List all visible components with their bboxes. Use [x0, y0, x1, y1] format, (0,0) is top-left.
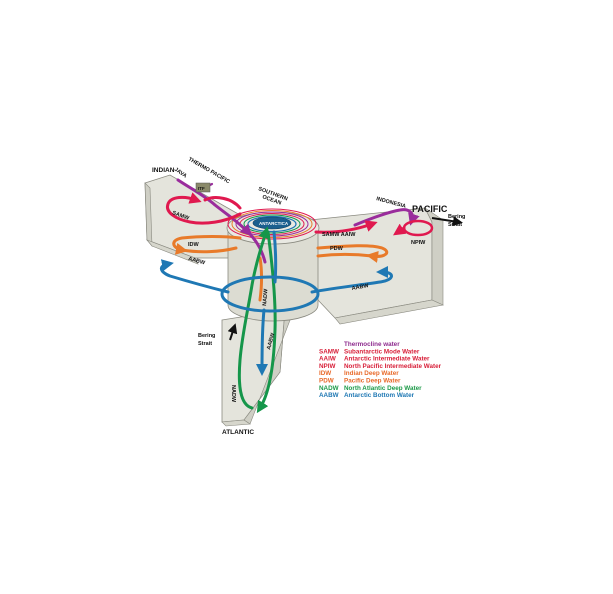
- indian-label: INDIAN: [152, 167, 175, 174]
- bering-pacific-label-2: Strait: [448, 222, 462, 228]
- bering-atlantic-arrow: [227, 323, 238, 341]
- legend-abbr: PDW: [319, 378, 334, 385]
- legend-abbr: AAIW: [319, 356, 336, 363]
- legend-abbr: SAMW: [319, 348, 339, 355]
- bering-pacific-label-1: Bering: [448, 214, 465, 220]
- npiw-pacific-label: NPIW: [411, 240, 426, 246]
- pacific-basin-block: [309, 207, 444, 325]
- legend-abbr: NPIW: [319, 363, 335, 370]
- pacific-label: PACIFIC: [412, 204, 448, 214]
- bering-atlantic-label-2: Strait: [198, 341, 212, 347]
- legend-name: Indian Deep Water: [344, 370, 399, 377]
- samw-aaiw-pacific-label: SAMW AAIW: [322, 232, 356, 238]
- antarctica-label: ANTARCTICA: [259, 221, 289, 226]
- bering-atlantic-label-1: Bering: [198, 333, 215, 339]
- legend-row: IDW Indian Deep Water: [319, 370, 399, 377]
- itf-box: [195, 182, 211, 193]
- indonesia-label: INDONESIA: [375, 196, 406, 210]
- nadw-pathway: [237, 226, 277, 414]
- nadw-south-label: NADW: [262, 288, 270, 306]
- aabw-indian-label: AABW: [187, 256, 206, 266]
- legend-name: Antarctic Bottom Water: [344, 392, 415, 399]
- legend-name: North Atlantic Deep Water: [344, 385, 422, 392]
- itf-label: ITF: [198, 186, 205, 191]
- atlantic-label: ATLANTIC: [222, 429, 254, 436]
- legend-row: NPIW North Pacific Intermediate Water: [319, 363, 442, 370]
- legend-name: Antarctic Intermediate Water: [344, 356, 430, 363]
- legend-name: Pacific Deep Water: [344, 378, 401, 385]
- aabw-pathway: [160, 230, 393, 376]
- legend-row: NADW North Atlantic Deep Water: [319, 385, 422, 392]
- idw-indian-label: IDW: [188, 242, 200, 248]
- legend-abbr: AABW: [319, 392, 339, 399]
- legend-row: SAMW Subantarctic Mode Water: [319, 348, 420, 355]
- legend-row: AABW Antarctic Bottom Water: [319, 392, 415, 399]
- aabw-atlantic-label: AABW: [266, 332, 276, 351]
- legend-name: North Pacific Intermediate Water: [344, 363, 442, 370]
- atlantic-basin-block: [221, 309, 293, 427]
- pdw-pacific-label: PDW: [330, 246, 344, 252]
- legend-row: PDW Pacific Deep Water: [319, 378, 401, 385]
- samw-indian-label: SAMW: [171, 210, 190, 222]
- bering-pacific-arrow: [431, 216, 463, 227]
- legend-name: Thermocline water: [344, 341, 400, 348]
- antarctica-shape: [252, 216, 292, 230]
- legend-abbr: IDW: [319, 370, 331, 377]
- legend-abbr: NADW: [319, 385, 339, 392]
- legend-row: Thermocline water: [344, 341, 400, 348]
- legend-name: Subantarctic Mode Water: [344, 348, 420, 355]
- nadw-atlantic-label: NADW: [230, 385, 236, 403]
- aabw-pacific-label: AABW: [351, 283, 370, 292]
- legend-row: AAIW Antarctic Intermediate Water: [319, 356, 430, 363]
- thermo-pacific-label: THERMO PACIFIC: [187, 157, 231, 186]
- samw-aaiw-pathway: [165, 192, 434, 237]
